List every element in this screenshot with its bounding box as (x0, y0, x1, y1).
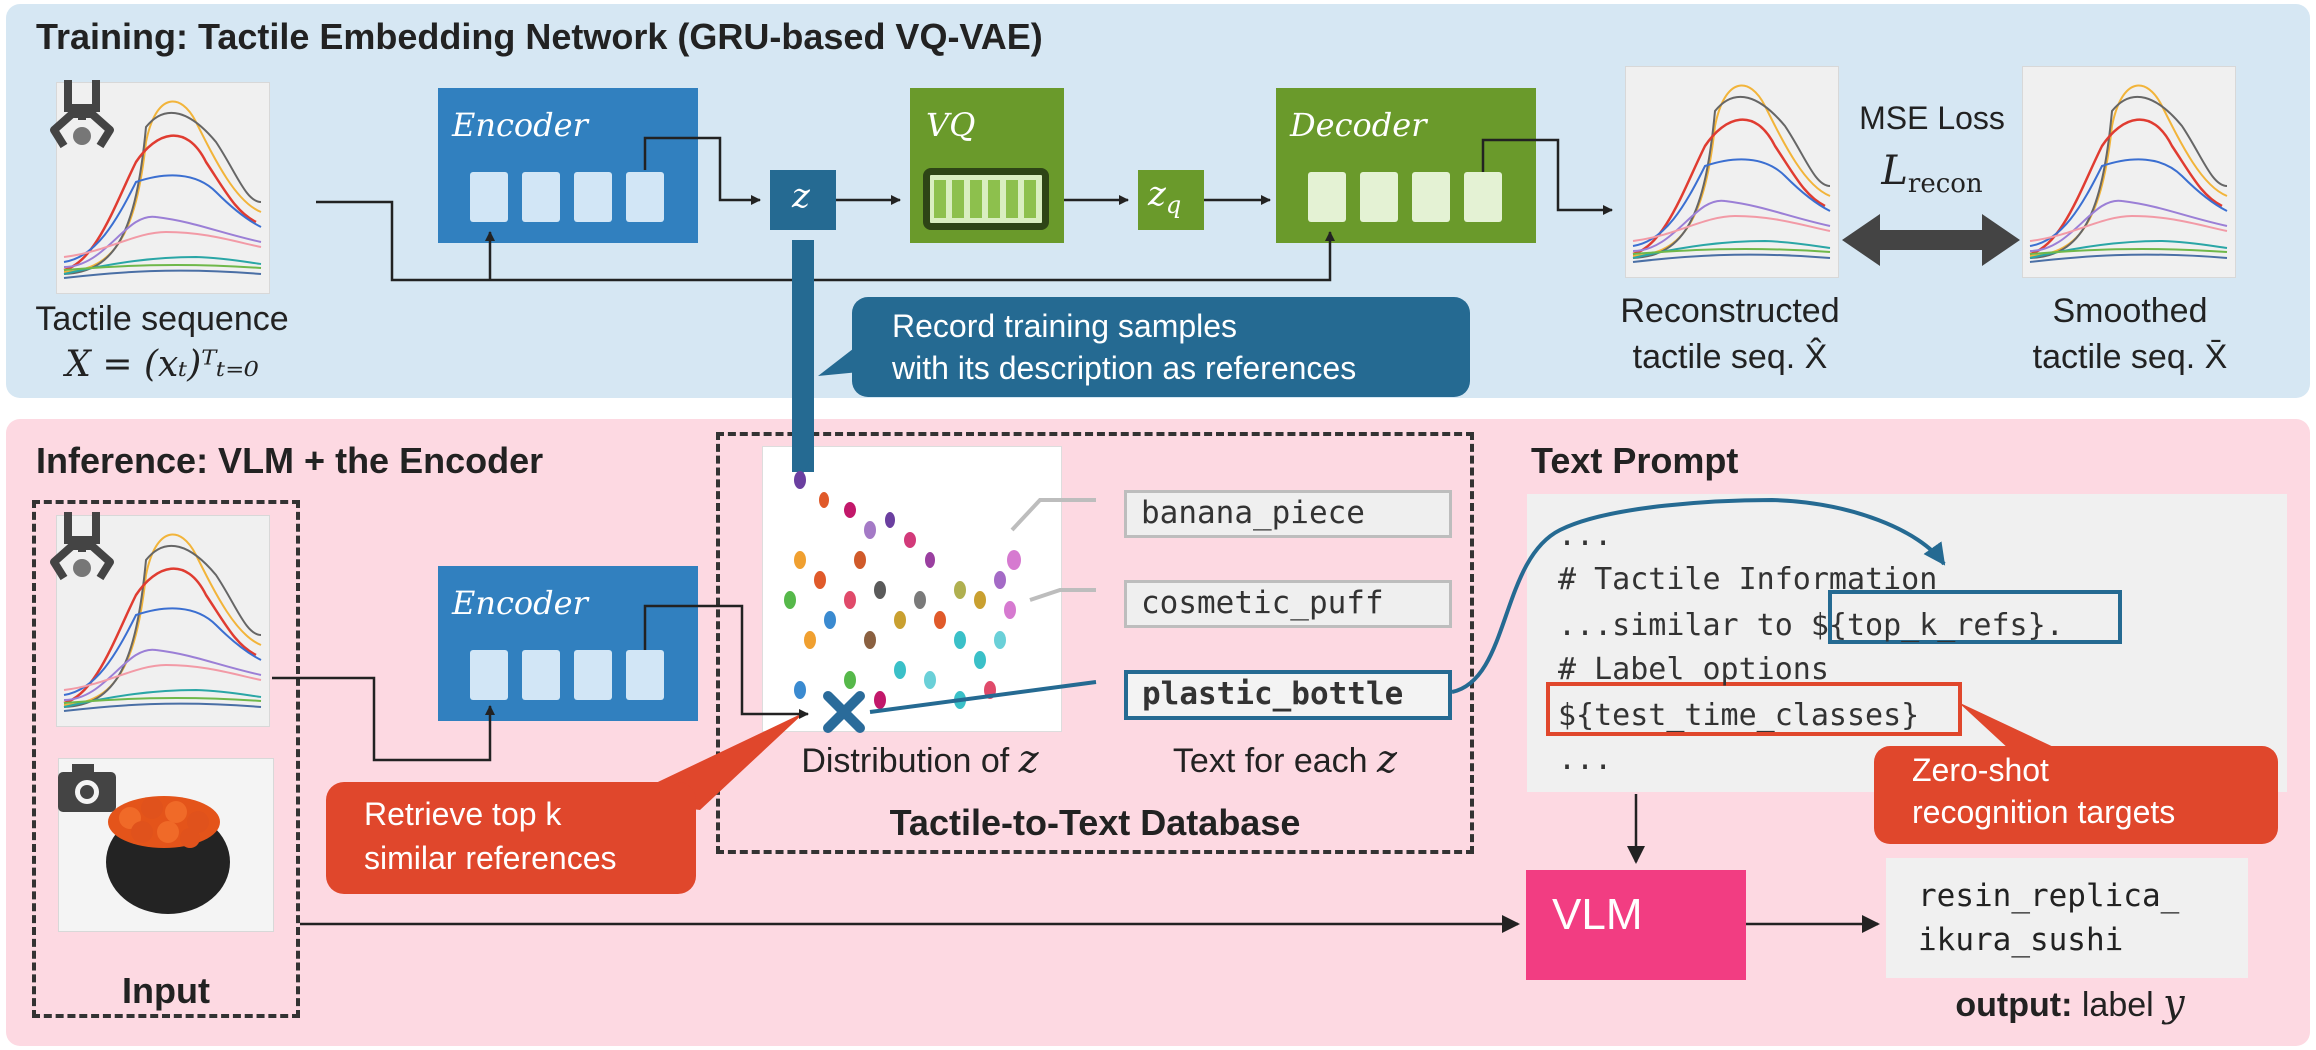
database-dashed-box (716, 432, 1474, 854)
zq-subscript: q (1165, 190, 1182, 219)
database-title: Tactile-to-Text Database (889, 802, 1301, 843)
zq-box (1138, 170, 1204, 230)
tag-plastic-bottle: plastic_bottle (1124, 670, 1452, 720)
vlm-box (1526, 870, 1746, 980)
reconstructed-caption-1: Reconstructed (1620, 292, 1840, 330)
zero-shot-callout-line-1: Zero-shot (1912, 752, 2049, 788)
z-distribution-plot (762, 446, 1062, 732)
prompt-line-6: ... (1558, 742, 1613, 777)
prompt-line-4: # Label options (1558, 652, 1829, 687)
z-label: z (792, 176, 810, 216)
test-time-classes-highlight (1546, 682, 1962, 736)
prompt-top-k-refs: ${top_k_refs} (1810, 608, 2046, 643)
distribution-caption-text: Distribution of (801, 742, 1010, 780)
output-box (1886, 858, 2248, 978)
prompt-period: . (2045, 608, 2064, 643)
text-caption: Text for each z (1120, 736, 1450, 784)
prompt-code: ... # Tactile Information ...similar to … (1558, 514, 2064, 782)
prompt-line-5: ${test_time_classes} (1558, 698, 1920, 733)
zero-shot-callout-box (1874, 746, 2278, 844)
inference-encoder-label: Encoder (452, 584, 588, 622)
tactile-curves (62, 100, 263, 280)
decoder-cell (1412, 172, 1450, 222)
reconstructed-caption-2: tactile seq. X̂ (1632, 338, 1828, 376)
camera-icon (58, 764, 116, 812)
mse-loss-label: MSE Loss (1859, 100, 2005, 136)
record-callout-line-2: with its description as references (892, 350, 1357, 386)
zq-symbol: z (1148, 174, 1166, 214)
cross-marker-icon (823, 691, 865, 733)
retrieve-callout-line-1: Retrieve top k (364, 796, 562, 832)
retrieve-callout-line-2: similar references (364, 840, 617, 876)
gripper-icon (54, 512, 110, 578)
text-caption-symbol: z (1377, 737, 1398, 781)
loss-symbol-main: L (1881, 148, 1908, 194)
encoder-cell (574, 650, 612, 700)
output-caption-bold: output: (1955, 986, 2073, 1024)
encoder-cell (470, 172, 508, 222)
vq-label: VQ (926, 106, 976, 144)
decoder-cell (1464, 172, 1502, 222)
prompt-line-1: ... (1558, 518, 1613, 553)
prompt-line-3: ...similar to ${top_k_refs}. (1558, 604, 2064, 648)
tactile-sequence-caption: Tactile sequence (35, 300, 289, 338)
mse-double-arrow (1842, 214, 2020, 266)
input-dashed-box (32, 500, 300, 1018)
training-connectors (316, 136, 1613, 282)
decoder-label: Decoder (1290, 106, 1427, 144)
output-line-1: resin_replica_ (1918, 878, 2180, 914)
encoder-cell (522, 650, 560, 700)
inference-connectors (272, 604, 1880, 933)
output-caption-symbol: y (2163, 981, 2185, 1025)
output-caption-rest: label (2081, 986, 2154, 1024)
encoder-cell (522, 172, 560, 222)
record-callout-line-1: Record training samples (892, 308, 1238, 344)
prompt-title: Text Prompt (1531, 440, 1739, 481)
smoothed-caption-2: tactile seq. X̄ (2032, 338, 2228, 376)
training-title: Training: Tactile Embedding Network (GRU… (36, 16, 1043, 57)
top-k-refs-highlight (1828, 590, 2122, 644)
tag-cosmetic-puff: cosmetic_puff (1124, 580, 1452, 628)
output-caption: output: label y (1890, 980, 2250, 1028)
selected-tag-pointer (869, 680, 1097, 714)
tag-pointers (1010, 498, 1096, 602)
decoder-cell (1360, 172, 1398, 222)
tag-banana-piece: banana_piece (1124, 490, 1452, 538)
encoder-cell (470, 650, 508, 700)
distribution-caption: Distribution of z (770, 736, 1070, 784)
inference-tactile-curves (62, 533, 263, 713)
prompt-line-2: # Tactile Information (1558, 562, 1938, 597)
codebook-bars (934, 180, 1036, 218)
smoothed-caption-1: Smoothed (2052, 292, 2208, 330)
zq-label: zq (1148, 174, 1181, 219)
z-box (770, 170, 836, 230)
loss-symbol-sub: recon (1907, 168, 1983, 199)
scatter-points (784, 471, 1021, 709)
sushi-illustration (106, 796, 230, 914)
output-line-2: ikura_sushi (1918, 922, 2124, 958)
reconstructed-curves (1631, 84, 1832, 264)
prompt-similar-to: ...similar to (1558, 608, 1811, 643)
decoder-cell (1308, 172, 1346, 222)
encoder-cell (626, 650, 664, 700)
record-callout-box (852, 297, 1470, 397)
vlm-label: VLM (1552, 890, 1643, 939)
text-caption-text: Text for each (1172, 742, 1368, 780)
input-label: Input (122, 970, 210, 1011)
retrieve-callout-box (326, 782, 696, 894)
tactile-sequence-formula: X = (xₜ)ᵀₜ₌₀ (65, 344, 259, 385)
gripper-icon (54, 80, 110, 146)
zero-shot-callout-line-2: recognition targets (1912, 794, 2176, 830)
smoothed-curves (2028, 84, 2229, 264)
encoder-cell (574, 172, 612, 222)
encoder-cell (626, 172, 664, 222)
inference-title: Inference: VLM + the Encoder (36, 440, 544, 481)
distribution-caption-symbol: z (1018, 737, 1039, 781)
refs-curve-arrow (1451, 497, 1946, 694)
training-encoder-label: Encoder (452, 106, 588, 144)
codebook (923, 168, 1049, 230)
loss-symbol: Lrecon (1848, 146, 2016, 200)
zero-shot-callout-pointer (1958, 702, 2060, 750)
